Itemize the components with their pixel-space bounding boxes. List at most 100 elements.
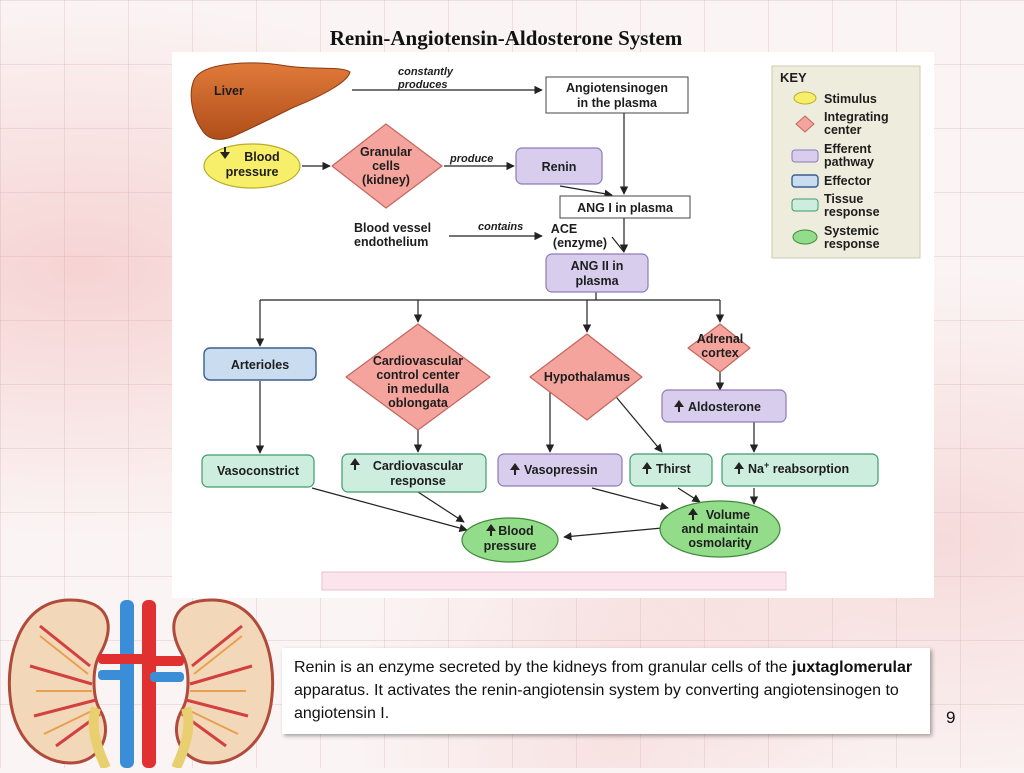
produces-label: produces xyxy=(397,79,448,91)
adrenal-cortex-diamond xyxy=(687,323,751,373)
arterioles-box xyxy=(203,347,317,381)
key-effector-swatch xyxy=(791,174,819,188)
thirst-box xyxy=(629,453,713,487)
key-systemic-swatch xyxy=(792,229,818,245)
down-arrow-icon xyxy=(220,147,230,159)
blood-pressure-increase-response xyxy=(461,517,559,563)
blood-vessel-label-1: Blood vessel xyxy=(354,221,431,235)
vasoconstrict-label: Vasoconstrict xyxy=(217,464,300,478)
arrow-volume-bp xyxy=(563,527,663,541)
renin-label: Renin xyxy=(542,160,577,174)
key-systemic-label-1: Systemic xyxy=(824,224,879,238)
volume-label-2: and maintain xyxy=(681,522,758,536)
vasopressin-box xyxy=(497,453,623,487)
key-systemic-label-2: response xyxy=(824,237,880,251)
adrenal-label-1: Adrenal xyxy=(697,332,744,346)
up-arrow-icon xyxy=(674,400,684,412)
up-arrow-icon xyxy=(486,524,496,536)
granular-label-1: Granular xyxy=(360,145,412,159)
key-stimulus-label: Stimulus xyxy=(824,92,877,106)
hypothalamus-diamond xyxy=(529,333,643,421)
aorta-icon xyxy=(142,600,156,768)
slide-title: Renin-Angiotensin-Aldosterone System xyxy=(329,26,683,50)
cv-center-label-2: control center xyxy=(376,368,459,382)
arrow-renin-ang1 xyxy=(559,185,613,198)
cv-response-label-2: response xyxy=(390,474,446,488)
constantly-label: constantly xyxy=(398,66,454,78)
granular-label-3: (kidney) xyxy=(362,173,410,187)
page-number: 9 xyxy=(946,708,956,727)
cv-response-label-1: Cardiovascular xyxy=(373,459,463,473)
volume-label-1: Volume xyxy=(706,508,750,522)
angiotensinogen-label-2: in the plasma xyxy=(577,96,658,110)
arrow-ace-ang2 xyxy=(611,236,625,253)
thirst-label: Thirst xyxy=(656,462,692,476)
ang2-label-1: ANG II in xyxy=(571,259,624,273)
up-arrow-icon xyxy=(350,458,360,470)
up-arrow-icon xyxy=(688,508,698,520)
caption-strip xyxy=(321,571,787,591)
raas-flowchart: Liver constantly produces Angiotensinoge… xyxy=(172,52,934,598)
contains-label: contains xyxy=(478,221,523,233)
angiotensinogen-box xyxy=(545,76,689,114)
key-integrating-label-1: Integrating xyxy=(824,110,889,124)
vasoconstrict-box xyxy=(201,454,315,488)
angiotensinogen-label-1: Angiotensinogen xyxy=(566,81,668,95)
key-integrating-swatch xyxy=(795,115,815,133)
ang1-label: ANG I in plasma xyxy=(577,201,674,215)
cv-control-center-diamond xyxy=(345,323,491,431)
bp-down-label-1: Blood xyxy=(244,150,279,164)
ace-label-1: ACE xyxy=(551,222,577,236)
adrenal-label-2: cortex xyxy=(701,346,739,360)
blood-vessel-label-2: endothelium xyxy=(354,235,428,249)
ace-label-2: (enzyme) xyxy=(553,236,607,250)
bp-up-label-1: Blood xyxy=(498,524,533,538)
key-stimulus-swatch xyxy=(793,91,817,105)
vasopressin-label: Vasopressin xyxy=(524,463,598,477)
blood-pressure-decrease-stimulus xyxy=(203,143,301,189)
arrow-thirst-volume xyxy=(677,487,701,503)
left-kidney-icon xyxy=(7,598,110,765)
granular-label-2: cells xyxy=(372,159,400,173)
key-title: KEY xyxy=(780,70,807,85)
up-arrow-icon xyxy=(734,462,744,474)
arrow-cvresponse-bp xyxy=(417,491,465,523)
liver-label: Liver xyxy=(214,84,244,98)
key-efferent-label-2: pathway xyxy=(824,155,874,169)
na-reabsorption-box xyxy=(721,453,879,487)
key-tissue-label-1: Tissue xyxy=(824,192,863,206)
hypothalamus-label: Hypothalamus xyxy=(544,370,630,384)
ang2-label-2: plasma xyxy=(575,274,619,288)
arrow-vasoconstrict-bp xyxy=(311,487,468,533)
key-integrating-label-2: center xyxy=(824,123,862,137)
volume-label-3: osmolarity xyxy=(688,536,751,550)
arterioles-label: Arterioles xyxy=(231,358,289,372)
up-arrow-icon xyxy=(642,462,652,474)
caption-text-end: apparatus. It activates the renin-angiot… xyxy=(294,682,899,722)
key-efferent-label-1: Efferent xyxy=(824,142,872,156)
aldosterone-label: Aldosterone xyxy=(688,400,761,414)
na-reabsorption-label: Na+ reabsorption xyxy=(748,460,849,476)
aldosterone-box xyxy=(661,389,787,423)
key-legend: KEY Stimulus Integrating center Efferent… xyxy=(771,65,921,259)
bp-down-label-2: pressure xyxy=(226,165,279,179)
bp-up-label-2: pressure xyxy=(484,539,537,553)
key-tissue-label-2: response xyxy=(824,205,880,219)
up-arrow-icon xyxy=(510,463,520,475)
renin-box xyxy=(515,147,603,185)
cv-center-label-3: in medulla xyxy=(387,382,450,396)
key-effector-label: Effector xyxy=(824,174,871,188)
ang2-box xyxy=(545,253,649,293)
key-tissue-swatch xyxy=(791,198,819,212)
produce-label: produce xyxy=(449,153,493,165)
vena-cava-icon xyxy=(120,600,134,768)
right-kidney-icon xyxy=(172,598,275,765)
cv-center-label-1: Cardiovascular xyxy=(373,354,463,368)
caption-bold-term: juxtaglomerular xyxy=(792,659,913,676)
arrow-hypothalamus-thirst xyxy=(611,391,663,453)
arrow-vasopressin-volume xyxy=(591,487,669,511)
ang1-box xyxy=(559,195,691,219)
liver-icon xyxy=(190,62,351,140)
cv-response-box xyxy=(341,453,487,493)
granular-cells-diamond xyxy=(331,123,443,209)
